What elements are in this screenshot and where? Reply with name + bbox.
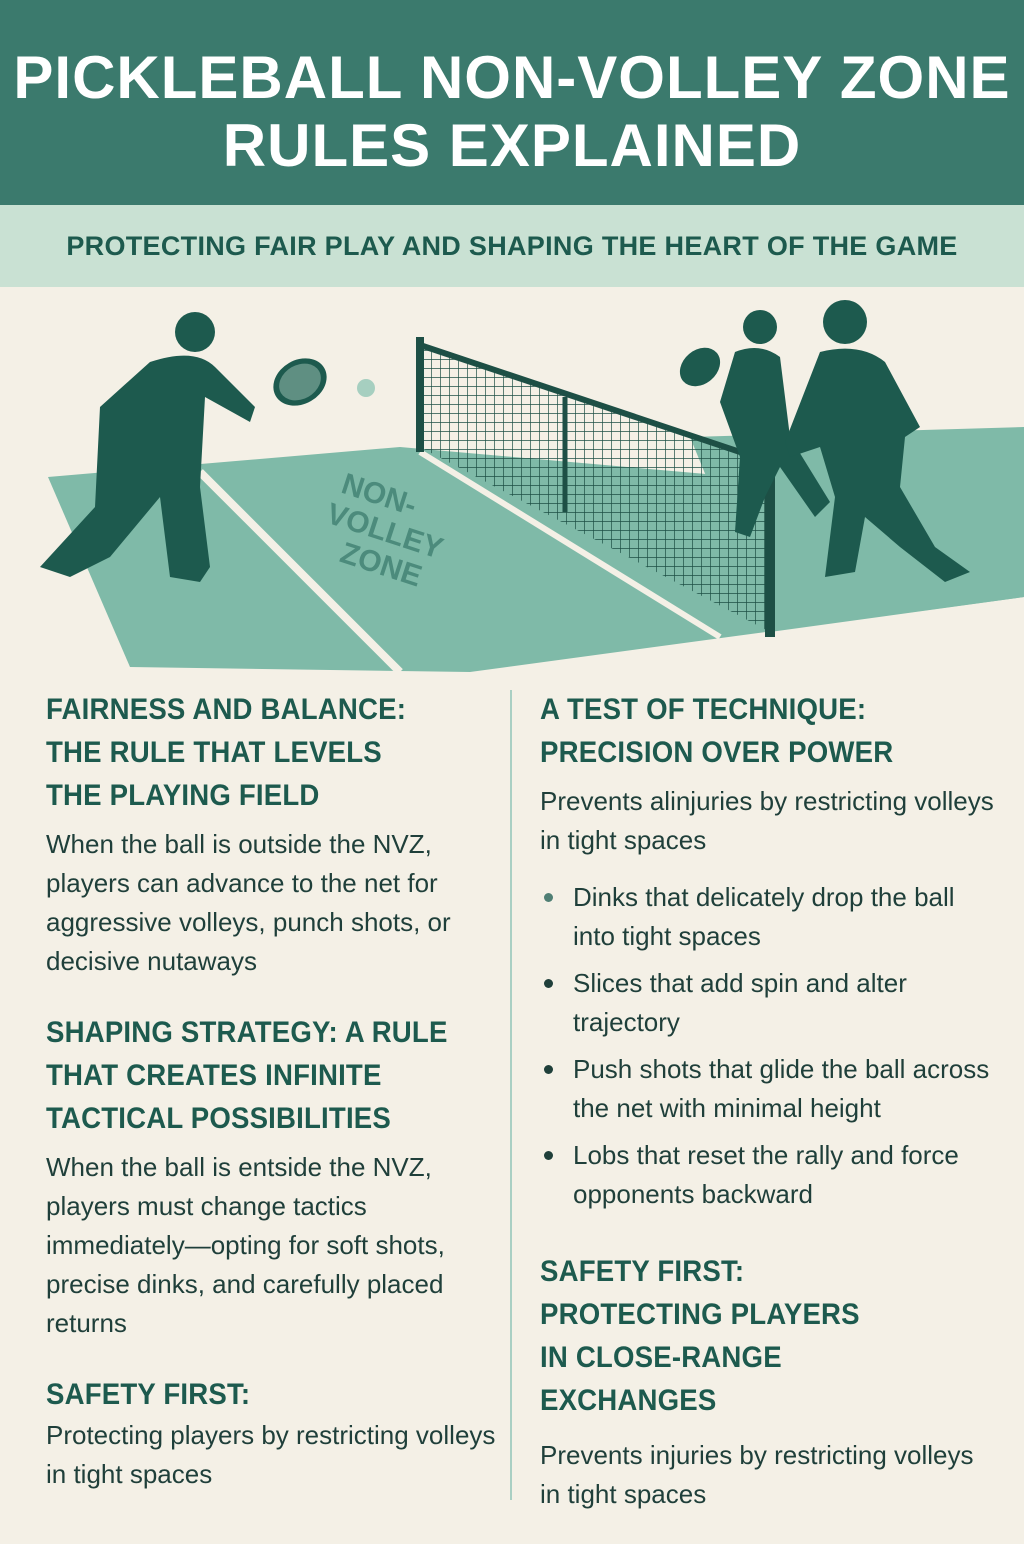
fairness-section: FAIRNESS AND BALANCE: THE RULE THAT LEVEL… [46, 688, 496, 981]
section-body: When the ball is entside the NVZ, player… [46, 1152, 445, 1338]
technique-list: Dinks that delicately drop the ball into… [540, 878, 1000, 1214]
section-heading: SAFETY FIRST: PROTECTING PLAYERS IN CLOSE-… [540, 1250, 963, 1422]
heading-line: A TEST OF TECHNIQUE: [540, 693, 867, 726]
heading-line: PRECISION OVER POWER [540, 736, 894, 769]
list-item: Dinks that delicately drop the ball into… [540, 878, 1000, 956]
right-column: A TEST OF TECHNIQUE: PRECISION OVER POWER… [540, 688, 1000, 1544]
section-heading: FAIRNESS AND BALANCE: THE RULE THAT LEVEL… [46, 688, 460, 817]
list-item: Push shots that glide the ball across th… [540, 1050, 1000, 1128]
list-item: Lobs that reset the rally and force oppo… [540, 1136, 1000, 1214]
section-heading: SAFETY FIRST: [46, 1378, 251, 1411]
section-body: When the ball is outside the NVZ, player… [46, 829, 451, 976]
column-divider [510, 690, 512, 1500]
heading-line: THE PLAYING FIELD [46, 779, 320, 812]
player-right-back [785, 300, 970, 582]
left-column: FAIRNESS AND BALANCE: THE RULE THAT LEVEL… [46, 688, 496, 1524]
court-label: NON- VOLLEY ZONE [323, 467, 447, 593]
section-body: Protecting players by restricting volley… [46, 1420, 496, 1489]
strategy-section: SHAPING STRATEGY: A RULE THAT CREATES INF… [46, 1011, 496, 1343]
heading-line: SHAPING STRATEGY: A RULE [46, 1016, 448, 1049]
heading-line: TACTICAL POSSIBILITIES [46, 1102, 391, 1135]
technique-section: A TEST OF TECHNIQUE: PRECISION OVER POWER… [540, 688, 1000, 1214]
title-line-2: RULES EXPLAINED [222, 112, 802, 179]
heading-line: SAFETY FIRST: [540, 1255, 745, 1288]
court-line [197, 469, 403, 675]
section-body: Prevents injuries by restricting volleys… [540, 1440, 974, 1509]
list-item: Slices that add spin and alter trajector… [540, 964, 1000, 1042]
section-heading: SHAPING STRATEGY: A RULE THAT CREATES INF… [46, 1011, 460, 1140]
section-heading: A TEST OF TECHNIQUE: PRECISION OVER POWER [540, 688, 963, 774]
heading-line: THAT CREATES INFINITE [46, 1059, 382, 1092]
subtitle: PROTECTING FAIR PLAY AND SHAPING THE HEA… [66, 230, 958, 261]
heading-line: FAIRNESS AND BALANCE: [46, 693, 407, 726]
court-illustration: NON- VOLLEY ZONE [40, 300, 1024, 675]
heading-line: THE RULE THAT LEVELS [46, 736, 382, 769]
ball [357, 379, 375, 397]
player-right-front [679, 310, 830, 537]
subtitle-band: PROTECTING FAIR PLAY AND SHAPING THE HEA… [0, 205, 1024, 287]
heading-line: PROTECTING PLAYERS [540, 1298, 860, 1331]
safety-section-left: SAFETY FIRST: Protecting players by rest… [46, 1373, 496, 1494]
heading-line: IN CLOSE-RANGE EXCHANGES [540, 1341, 782, 1417]
section-body: Prevents alinjuries by restricting volle… [540, 786, 994, 855]
safety-section-right: SAFETY FIRST: PROTECTING PLAYERS IN CLOSE-… [540, 1250, 1000, 1514]
paddle-icon [279, 363, 321, 401]
title-line-1: PICKLEBALL NON-VOLLEY ZONE [13, 44, 1011, 111]
court-line [418, 449, 722, 640]
